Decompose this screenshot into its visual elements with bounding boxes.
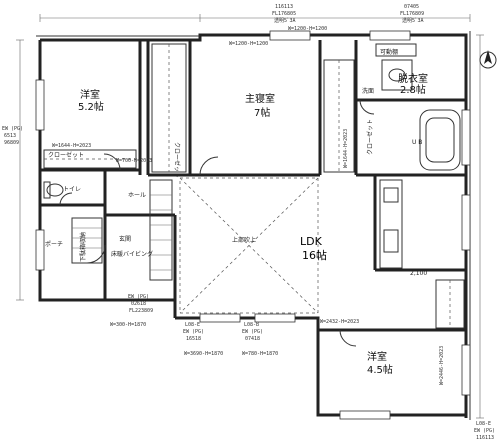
dim-2100-label: 2,100 (410, 270, 427, 277)
window-tag-code: 07405 (404, 4, 419, 10)
window-tag-note: 透明5ﾞ3A (274, 17, 296, 24)
western1-size: 5.2帖 (78, 100, 104, 113)
western1-name: 洋室 (80, 88, 100, 101)
hall-label: ホール (128, 192, 146, 199)
dimension-lines (16, 14, 484, 419)
closet2-label: クローゼット (173, 142, 181, 178)
window-tag-code: EW (PG) (128, 294, 149, 300)
dim-w1: W=1644-H=2023 (52, 143, 91, 149)
dim-w3: W=2432-H=2023 (320, 319, 359, 325)
window-tag-spec: EW (PG) (242, 329, 263, 335)
window-tag-spec: EW (PG) (183, 329, 204, 335)
closet3-label: クローゼット (366, 119, 374, 155)
laundry-label: 可動棚 (380, 48, 398, 56)
toilet-label: トイレ (63, 186, 81, 193)
western2-size: 4.5帖 (367, 363, 393, 376)
room-labels: 洋室 5.2帖 主寝室 7帖 脱衣室 2.8帖 LDK 16帖 洋室 4.5帖 (78, 72, 428, 376)
ldk-size: 16帖 (302, 249, 327, 262)
window-tag-spec: FL176809 (400, 11, 424, 17)
dim-w6: W=300-H=1870 (110, 322, 146, 328)
interior-walls (40, 40, 466, 332)
window-tags: 116113 FL176805 透明5ﾞ3A 07405 FL176809 透明… (128, 4, 495, 441)
tag-left2: 6513 (4, 133, 16, 139)
window-tag-spec: FL176805 (272, 11, 296, 17)
window-tag-code: W=1200-H=1200 (288, 26, 327, 32)
entrance-label: 玄関 (119, 235, 131, 243)
window-tag-note: 透明5ﾞ3A (402, 17, 424, 24)
window-tag-note: 16518 (186, 336, 201, 342)
dim-w7: W=1200-H=1200 (229, 41, 268, 47)
misc-labels: クローゼット クローゼット クローゼット トイレ ホール ポーチ 玄関 床暖バイ… (45, 48, 427, 277)
dim-w5: W=780-H=1870 (242, 351, 278, 357)
window-tag-code: 116113 (275, 4, 293, 10)
dim-w4: W=3690-H=1870 (184, 351, 223, 357)
dim-w8: W=1644-H=2023 (343, 129, 349, 168)
master-size: 7帖 (254, 106, 270, 119)
doors (59, 99, 375, 347)
window-tag-note: 116113 (476, 435, 494, 441)
north-arrow-icon (479, 50, 497, 69)
wash-label: 洗面 (362, 87, 374, 95)
porch-label: ポーチ (45, 240, 63, 248)
shoe-label: 下駄箱収納 (79, 232, 87, 262)
western2-name: 洋室 (367, 350, 387, 363)
closet1-label: クローゼット (48, 151, 84, 159)
dressing-size: 2.8帖 (400, 83, 426, 96)
entrance-floor-label: 床暖バイビング (111, 250, 153, 258)
dim-w9: W=2446-H=2023 (439, 346, 445, 385)
window-tag-code: L08-B (244, 322, 259, 328)
dimension-annotations: W=1644-H=2023 W=700-H=2023 W=2432-H=2023… (2, 41, 445, 385)
window-tag-code: L08-E (185, 322, 200, 328)
window-tag-spec: 02618 (131, 301, 146, 307)
window-tag-note: 07418 (245, 336, 260, 342)
tag-left: EW (PG) (2, 126, 23, 132)
ub-label: U B (412, 139, 422, 146)
master-name: 主寝室 (245, 92, 275, 105)
window-tag-spec: EW (PG) (474, 428, 495, 434)
window-tag-note: FL223809 (129, 308, 153, 314)
fukinuke-label: 上部吹上 (232, 236, 256, 244)
dim-w2: W=700-H=2023 (116, 158, 152, 164)
dressing-name: 脱衣室 (398, 72, 428, 85)
window-tag-code: L08-E (476, 421, 491, 427)
ldk-name: LDK (300, 235, 323, 248)
windows (35, 30, 471, 420)
fixtures (43, 43, 465, 329)
tag-left3: 96809 (4, 140, 19, 146)
